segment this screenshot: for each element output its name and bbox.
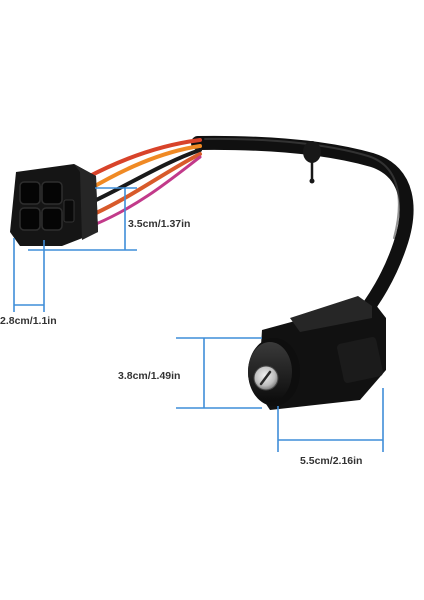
main-cable <box>191 135 414 332</box>
dimension-lines <box>13 187 384 452</box>
cable-highlight <box>204 137 400 239</box>
key-cylinder <box>253 365 279 391</box>
connector-height-label: 3.5cm/1.37in <box>128 218 191 230</box>
switch-height-label: 3.8cm/1.49in <box>118 370 181 382</box>
connector-plug <box>10 164 98 246</box>
cable-clip <box>303 141 321 184</box>
ignition-switch-body <box>248 296 386 410</box>
connector-width-label: 2.8cm/1.1in <box>0 315 57 327</box>
switch-width-label: 5.5cm/2.16in <box>300 455 363 467</box>
wire-bundle <box>84 138 202 226</box>
